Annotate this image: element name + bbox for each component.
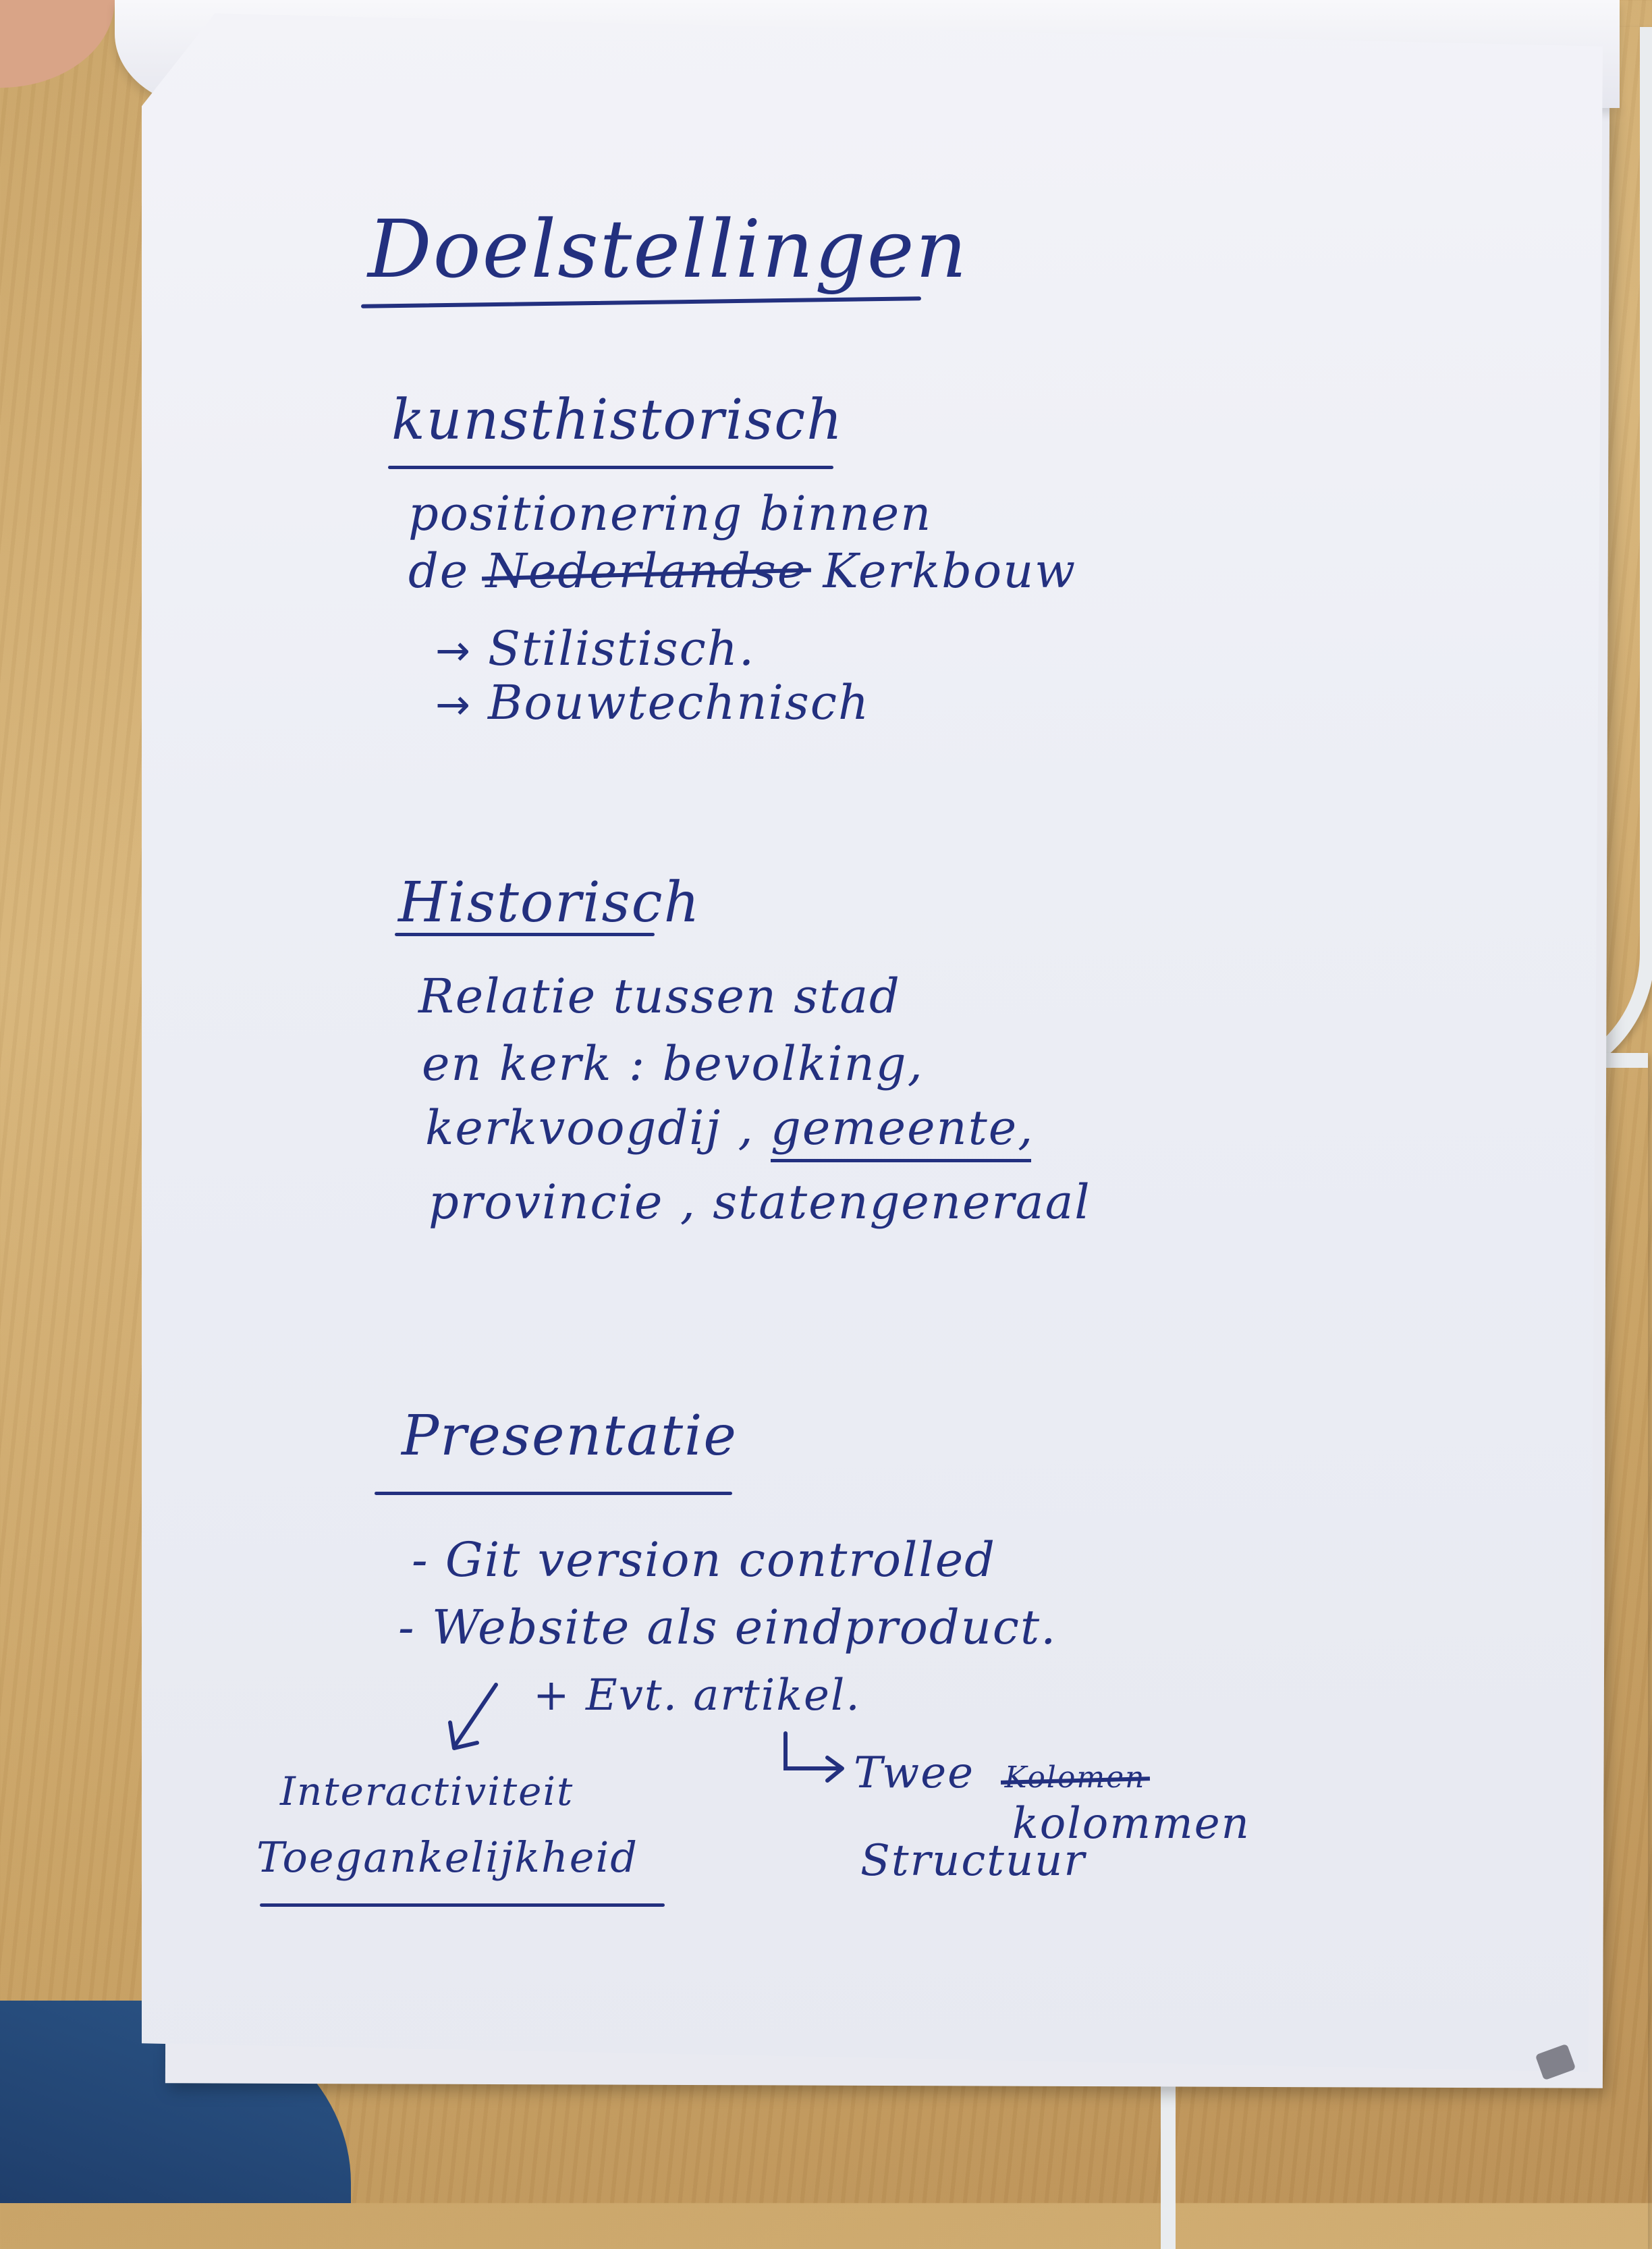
struck-word: Nederlandse [485,543,807,599]
section-heading-presentatie: Presentatie [402,1404,738,1468]
right-arrow-icon: → [435,680,472,729]
note-line: - Website als eindproduct. [398,1600,1057,1655]
section-heading-historisch: Historisch [398,871,701,935]
left-note: Interactiviteit [280,1768,574,1814]
note-line: → Stilistisch. [435,621,755,676]
right-note: kolommen [1012,1799,1250,1849]
note-prefix: Twee [854,1748,974,1798]
page-title: Doelstellingen [368,202,968,296]
underlined-word: gemeente [771,1100,1032,1162]
note-line: positionering binnen [408,486,933,541]
note-line: provincie , statengeneraal [429,1174,1091,1230]
note-text: Stilistisch. [487,621,756,676]
note-line: en kerk : bevolking, [422,1036,924,1091]
left-note: Toegankelijkheid [256,1833,638,1882]
note-prefix: de [408,543,470,599]
note-text: Bouwtechnisch [487,675,871,730]
section-underline [395,933,655,936]
note-line: - Git version controlled [412,1532,996,1588]
note-line: Relatie tussen stad [418,969,901,1024]
right-arrow-icon: → [435,626,472,675]
notepad-page [142,13,1603,2072]
return-arrow-icon [783,1731,844,1783]
struck-word: Kolomen [1004,1760,1146,1795]
right-note: Twee Kolomen [854,1748,1145,1798]
right-note: Structuur [860,1836,1086,1886]
note-suffix: , [1018,1100,1035,1156]
note-line: → Bouwtechnisch [435,675,870,730]
note-line: kerkvoogdij , gemeente, [425,1100,1035,1162]
note-prefix: kerkvoogdij , [425,1100,754,1156]
note-underline [260,1903,665,1907]
down-left-arrow-icon [448,1683,498,1750]
note-line: de Nederlandse Kerkbouw [408,543,1076,599]
section-underline [388,466,833,469]
section-heading-kunsthistorisch: kunsthistorisch [391,388,844,452]
note-line: + Evt. artikel. [533,1671,861,1720]
section-underline [375,1492,732,1495]
note-suffix: Kerkbouw [823,543,1077,599]
